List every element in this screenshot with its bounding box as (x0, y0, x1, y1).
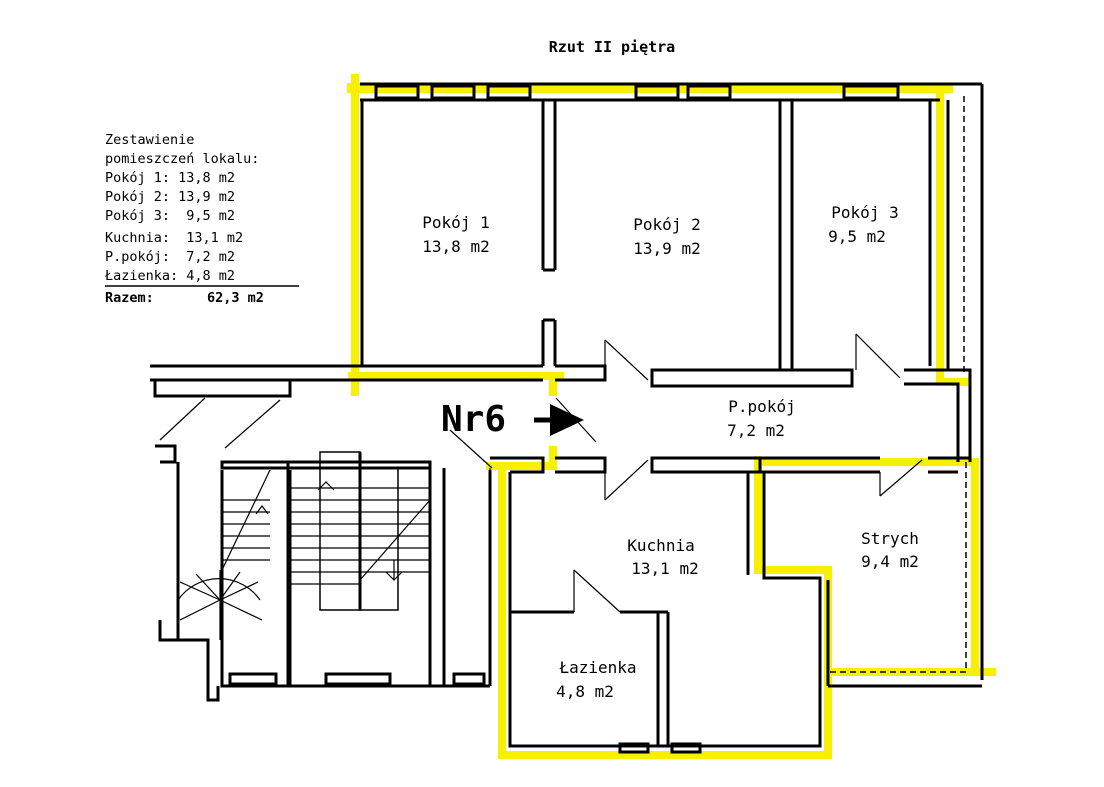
summary-row-6: Łazienka: 4,8 m2 (104, 268, 235, 284)
summary-heading-2: pomieszczeń lokalu: (105, 151, 259, 167)
room-area-kuchnia: 13,1 m2 (631, 559, 698, 578)
summary-row-4: Kuchnia: 13,1 m2 (105, 230, 243, 246)
unit-number-label: Nr6 (441, 399, 506, 440)
summary-row-5: P.pokój: 7,2 m2 (105, 249, 235, 265)
room-area-pokoj-2: 13,9 m2 (633, 239, 700, 258)
room-name-strych: Strych (861, 529, 919, 548)
area-summary: Zestawienie pomieszczeń lokalu: Pokój 1:… (104, 132, 299, 306)
summary-row-3: Pokój 3: 9,5 m2 (105, 208, 235, 224)
room-name-przedpokoj: P.pokój (728, 397, 795, 416)
room-name-pokoj-3: Pokój 3 (831, 203, 898, 222)
plan-title: Rzut II piętra (549, 38, 675, 56)
summary-total-value: 62,3 m2 (207, 290, 264, 306)
summary-row-2: Pokój 2: 13,9 m2 (105, 189, 235, 205)
room-name-lazienka: Łazienka (558, 658, 636, 677)
apartment-highlight (347, 74, 996, 759)
room-area-pokoj-3: 9,5 m2 (828, 227, 886, 246)
summary-total-label: Razem: (105, 290, 154, 306)
summary-heading-1: Zestawienie (105, 132, 194, 148)
room-area-lazienka: 4,8 m2 (556, 682, 614, 701)
room-area-pokoj-1: 13,8 m2 (422, 237, 489, 256)
stair-treads (177, 469, 431, 640)
room-area-przedpokoj: 7,2 m2 (727, 421, 785, 440)
room-name-kuchnia: Kuchnia (627, 536, 694, 555)
summary-row-1: Pokój 1: 13,8 m2 (105, 170, 235, 186)
room-name-pokoj-1: Pokój 1 (422, 213, 489, 232)
door-swings (159, 333, 923, 613)
room-name-pokoj-2: Pokój 2 (633, 215, 700, 234)
room-area-strych: 9,4 m2 (861, 552, 919, 571)
entrance-arrow-icon (534, 404, 584, 436)
